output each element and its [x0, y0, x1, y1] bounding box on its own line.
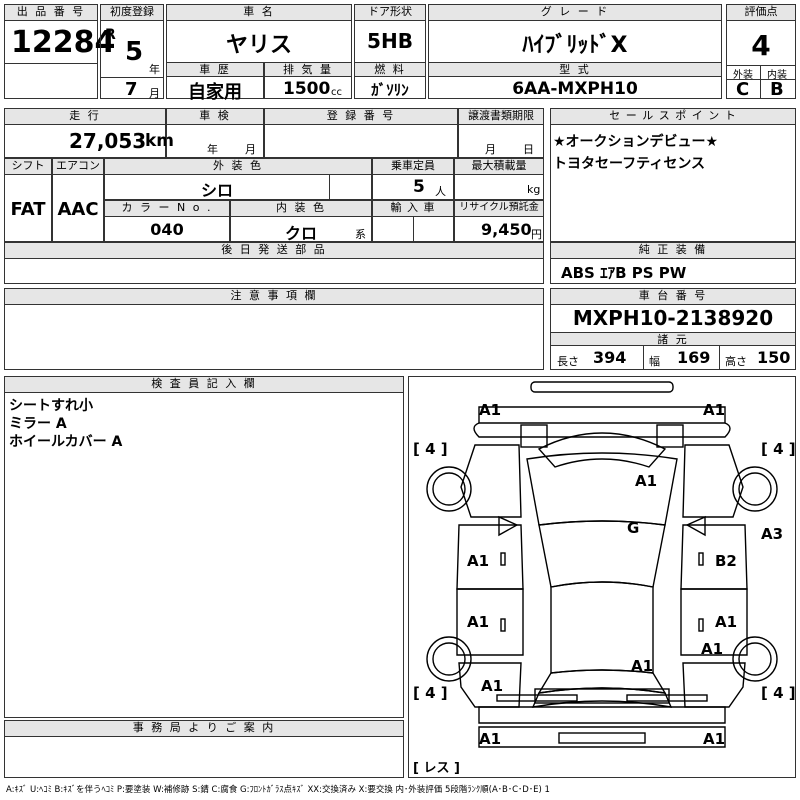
sales-point-box: セ ー ル ス ポ イ ン ト ★オークションデビュー★ トヨタセーフティセンス [550, 108, 796, 242]
damage-front-right: A1 [703, 401, 726, 419]
chassis-box: 車 台 番 号 MXPH10-2138920 諸 元 長さ 394 幅 169 … [550, 288, 796, 370]
door-box: ドア形状 5HB [354, 4, 426, 63]
displacement: 1500 [283, 79, 331, 99]
reg-no-box: 登 録 番 号 [264, 108, 458, 158]
score-box: 評価点 4 外装 内装 C B [726, 4, 796, 100]
history-box: 車 歴 自家用 [166, 62, 264, 103]
lot-label: 出 品 番 号 [5, 5, 97, 21]
fuel: ｶﾞｿﾘﾝ [371, 81, 409, 99]
aircon-box: エアコン AAC [52, 158, 104, 242]
mileage-box: 走 行 27,053 km [4, 108, 174, 158]
grade: ﾊｲﾌﾞﾘｯﾄﾞX [522, 33, 628, 58]
import-box: 輸 入 車 [372, 200, 454, 242]
score-value: 4 [751, 29, 771, 62]
car-diagram-box: A1 A1 [ 4 ] [ 4 ] A1 G A3 A1 B2 A1 A1 A1… [408, 376, 796, 778]
damage-hood: A1 [635, 472, 658, 490]
damage-roof: G [627, 519, 640, 537]
lot-number: 12284 [11, 25, 116, 60]
damage-rear-left: A1 [479, 730, 502, 748]
tire-rr-label: [ 4 ] [761, 684, 796, 702]
damage-right-fender: A3 [761, 525, 784, 543]
lot-box: 出 品 番 号 12284 [4, 4, 115, 99]
first-reg-box: 初度登録 R 5 年 7 月 [100, 4, 164, 100]
first-reg-month: 7 [125, 79, 138, 100]
damage-trunk: A1 [631, 657, 654, 675]
history: 自家用 [188, 82, 242, 103]
fuel-box: 燃 料 ｶﾞｿﾘﾝ [354, 62, 426, 99]
damage-left-quarter: A1 [481, 677, 504, 695]
dim-length: 394 [593, 348, 627, 367]
score-ext: C [736, 79, 750, 100]
office-box: 事 務 局 よ り ご 案 内 [4, 720, 404, 778]
tire-fr-label: [ 4 ] [761, 440, 796, 458]
recycle-box: リサイクル預託金 9,450 円 [454, 200, 544, 242]
mileage: 27,053 [69, 129, 147, 153]
chassis-number: MXPH10-2138920 [572, 306, 774, 330]
sales-point-2: トヨタセーフティセンス [553, 156, 706, 172]
damage-rear-right: A1 [703, 730, 726, 748]
aircon: AAC [57, 199, 99, 220]
damage-right-door-rear: A1 [715, 613, 738, 631]
sales-point-1: ★オークションデビュー★ [553, 134, 719, 150]
capacity-box: 乗車定員 5 人 [372, 158, 454, 200]
notes-box: 注 意 事 項 欄 [4, 288, 544, 370]
equipment: ABS ｴｱB PS PW [561, 264, 687, 282]
damage-right-door-front: B2 [715, 552, 737, 570]
dim-width: 169 [677, 348, 711, 367]
max-load-box: 最大積載量 kg [454, 158, 544, 200]
damage-left-door-rear: A1 [467, 613, 490, 631]
first-reg-label: 初度登録 [101, 5, 163, 21]
recycle: 9,450 [481, 220, 532, 239]
inspector-box: 検 査 員 記 入 欄 シートすれ小 ミラー A ホイールカバー A [4, 376, 404, 718]
color-no-box: カ ラ ー N o . 040 [104, 200, 230, 242]
grade-box: グ レ ー ド ﾊｲﾌﾞﾘｯﾄﾞX [428, 4, 722, 63]
ext-color-box: 外 装 色 シロ [104, 158, 372, 200]
damage-right-quarter: A1 [701, 640, 724, 658]
legend: A:ｷｽﾞ U:ﾍｺﾐ B:ｷｽﾞを伴うﾍｺﾐ P:要塗装 W:補修跡 S:錆 … [6, 785, 550, 795]
dim-height: 150 [757, 348, 791, 367]
equipment-box: 純 正 装 備 ABS ｴｱB PS PW [550, 242, 796, 284]
transfer-box: 譲渡書類期限 月 日 [458, 108, 544, 158]
tire-rl-label: [ 4 ] [413, 684, 448, 702]
damage-left-door-front: A1 [467, 552, 490, 570]
shift: FAT [10, 199, 46, 220]
int-color: クロ [284, 224, 317, 243]
car-name-box: 車 名 ヤリス [166, 4, 352, 63]
inspector-line-2: ミラー A [9, 416, 67, 432]
car-diagram [426, 381, 778, 748]
displacement-box: 排 気 量 1500 cc [264, 62, 352, 99]
capacity: 5 [413, 177, 425, 197]
shift-box: シフト FAT [4, 158, 52, 242]
car-name: ヤリス [225, 33, 292, 58]
inspection-box: 車 検 年 月 [166, 108, 264, 158]
first-reg-era: R [105, 27, 116, 43]
int-color-box: 内 装 色 クロ 系 [230, 200, 372, 243]
score-int: B [770, 79, 784, 100]
spare-label: [ レス ] [413, 761, 460, 776]
color-no: 040 [150, 220, 184, 239]
model-box: 型 式 6AA-MXPH10 [428, 62, 722, 99]
door-type: 5HB [367, 29, 413, 53]
later-parts-box: 後 日 発 送 部 品 [4, 242, 544, 284]
ext-color: シロ [200, 181, 233, 200]
first-reg-year: 5 [125, 37, 144, 67]
model: 6AA-MXPH10 [512, 79, 638, 99]
inspector-line-1: シートすれ小 [9, 398, 93, 414]
damage-front-left: A1 [479, 401, 502, 419]
inspector-line-3: ホイールカバー A [9, 434, 123, 450]
tire-fl-label: [ 4 ] [413, 440, 448, 458]
